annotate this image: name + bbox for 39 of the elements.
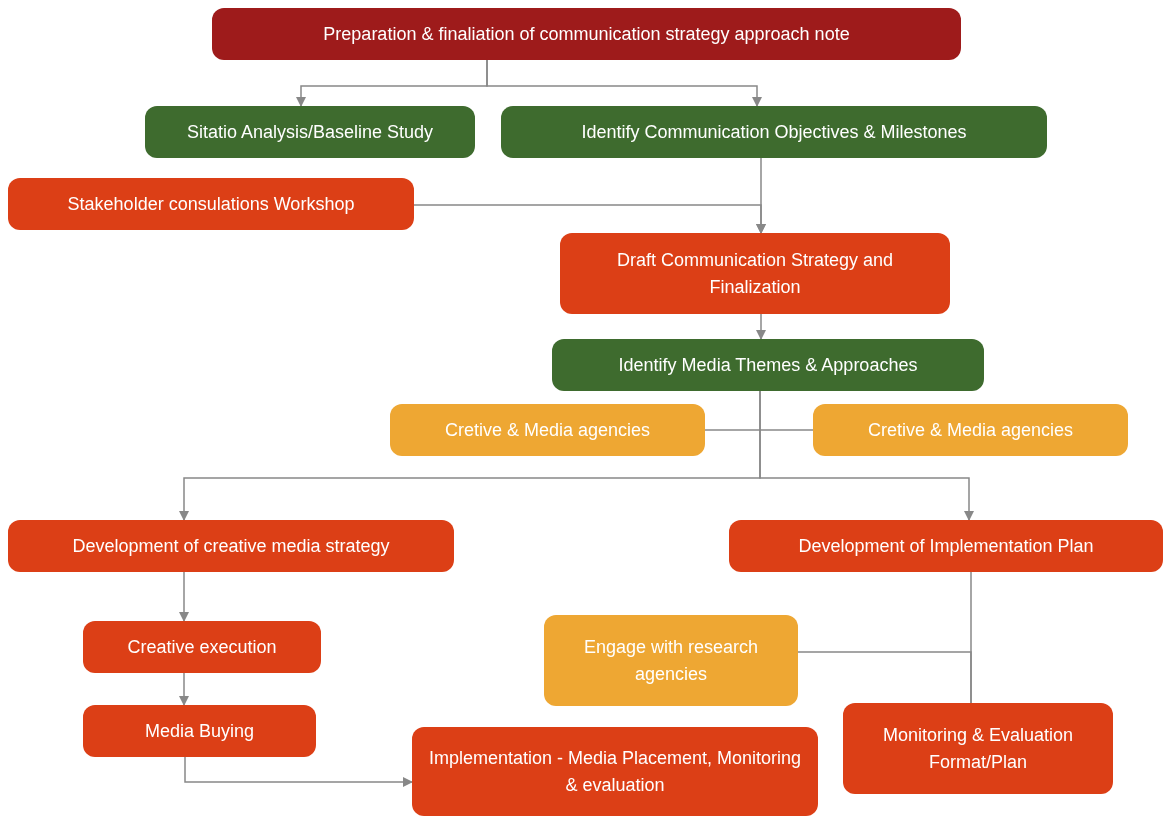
box-label: Development of creative media strategy <box>72 534 390 558</box>
box-label: Identify Communication Objectives & Milestones <box>581 120 967 144</box>
connector-line <box>797 651 972 704</box>
box-label: Creative execution <box>127 635 277 659</box>
process-box <box>729 520 1163 572</box>
process-box <box>843 703 1113 794</box>
box-label: Draft Communication Strategy and Finalization <box>615 249 895 299</box>
box-label: Stakeholder consulations Workshop <box>67 192 355 216</box>
box-label: Implementation - Media Placement, Monitoring & evaluation <box>427 747 803 797</box>
arrow <box>759 390 974 521</box>
arrow <box>756 313 766 340</box>
process-box <box>412 727 818 816</box>
process-box <box>83 621 321 673</box>
connector-line <box>704 429 814 431</box>
process-box <box>212 8 961 60</box>
process-box <box>145 106 475 158</box>
box-label: Development of Implementation Plan <box>798 534 1094 558</box>
arrow <box>184 756 413 787</box>
process-box <box>501 106 1047 158</box>
process-box <box>560 233 950 314</box>
box-label: Identify Media Themes & Approaches <box>618 353 918 377</box>
process-box <box>8 178 414 230</box>
box-label: Sitatio Analysis/Baseline Study <box>186 120 434 144</box>
box-label: Monitoring & Evaluation Format/Plan <box>881 724 1075 774</box>
process-box <box>8 520 454 572</box>
box-label: Cretive & Media agencies <box>444 418 651 442</box>
process-box <box>83 705 316 757</box>
arrow <box>413 204 766 234</box>
process-box <box>390 404 705 456</box>
process-box <box>813 404 1128 456</box>
box-label: Engage with research agencies <box>582 636 760 686</box>
arrow <box>486 59 762 107</box>
process-box <box>552 339 984 391</box>
box-label: Preparation & finaliation of communication strategy approach note <box>323 22 850 46</box>
box-label: Cretive & Media agencies <box>867 418 1074 442</box>
arrow <box>179 672 189 706</box>
process-box <box>544 615 798 706</box>
box-label: Media Buying <box>144 719 255 743</box>
arrow <box>179 571 189 622</box>
